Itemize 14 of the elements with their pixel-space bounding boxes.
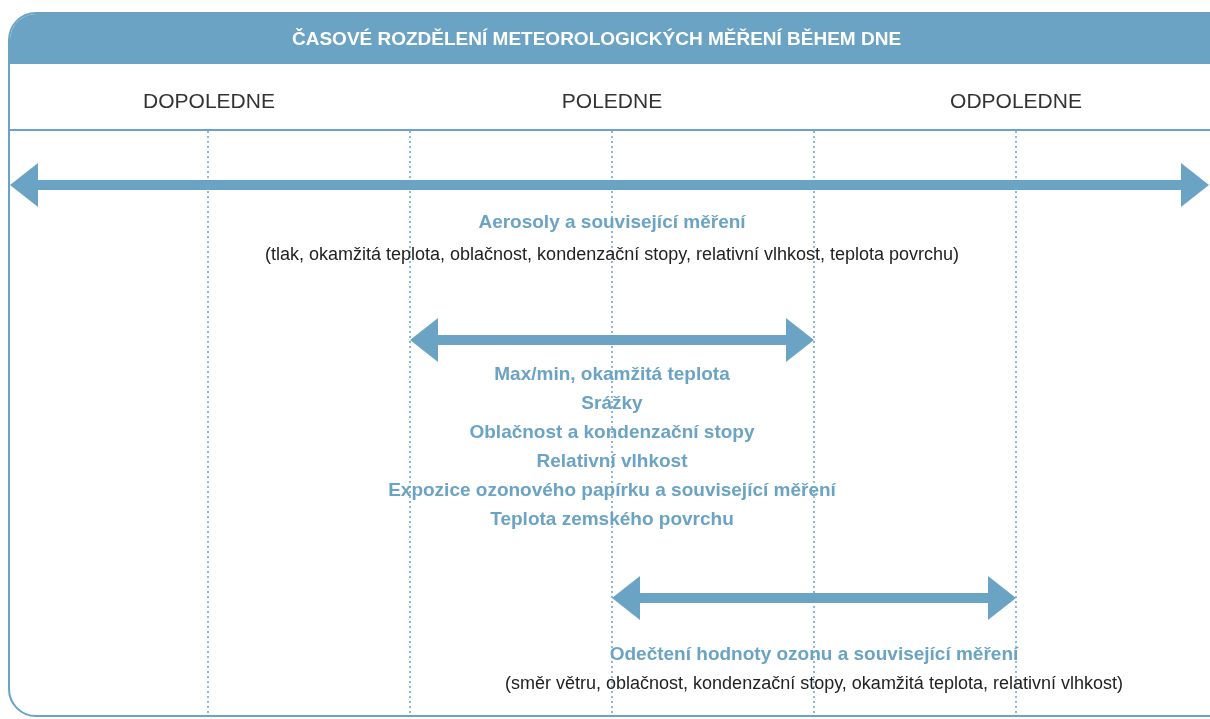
period-label: ODPOLEDNE — [950, 88, 1082, 114]
measurement-item: Expozice ozonového papírku a související měření — [388, 479, 836, 502]
period-label: POLEDNE — [561, 88, 663, 114]
title-band: ČASOVÉ ROZDĚLENÍ METEOROLOGICKÝCH MĚŘENÍ BĚHEM DNE — [10, 14, 1210, 64]
period-label: DOPOLEDNE — [143, 88, 275, 114]
measurement-details: (směr větru, oblačnost, kondenzační stopy, okamžitá teplota, relativní vlhkost) — [505, 673, 1123, 695]
measurement-item: Max/min, okamžitá teplota — [494, 363, 730, 386]
measurement-heading: Aerosoly a související měření — [478, 211, 746, 234]
measurement-item: Oblačnost a kondenzační stopy — [469, 421, 755, 444]
measurement-item: Srážky — [581, 392, 643, 415]
measurement-item: Relativní vlhkost — [536, 450, 688, 473]
measurement-heading: Odečtení hodnoty ozonu a související měření — [609, 643, 1019, 666]
measurement-details: (tlak, okamžitá teplota, oblačnost, kondenzační stopy, relativní vlhkost, teplota povrchu) — [265, 244, 959, 266]
measurement-item: Teplota zemského povrchu — [490, 508, 734, 531]
